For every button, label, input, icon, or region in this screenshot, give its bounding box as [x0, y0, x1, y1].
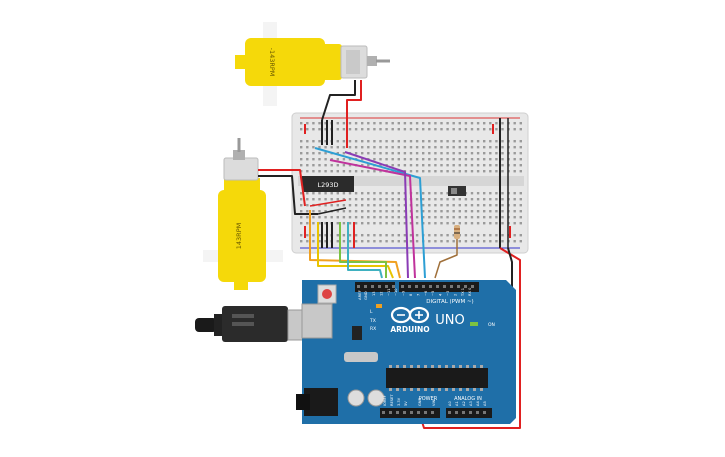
reset-button[interactable] [317, 284, 337, 304]
analog-pin-label: A5 [483, 401, 487, 406]
arduino-uno-board[interactable]: ARDUINO UNO DIGITAL (PWM ~) POWER ANALOG… [296, 280, 516, 424]
digital-pin-label: ~9 [402, 290, 406, 296]
3v3-label: 3.3V [397, 397, 401, 406]
digital-pin-label: 7 [416, 294, 420, 296]
tx-label: TX [369, 318, 376, 324]
digital-pin-label: ~10 [394, 288, 398, 296]
ioref-label: IOREF [383, 395, 387, 406]
breadboard-jumpers [321, 118, 509, 248]
reset-label: RESET [390, 394, 394, 406]
digital-pin-label: ~11 [387, 288, 391, 296]
motor-top-label: -143RPM [268, 48, 276, 77]
l293d-chip[interactable]: L293D [302, 176, 354, 192]
digital-pin-label: 12 [379, 291, 383, 296]
digital-pin-label: RX 0 [468, 287, 472, 296]
digital-pin-label: ~5 [431, 291, 435, 296]
digital-pin-label: 8 [409, 293, 413, 296]
digital-label: DIGITAL (PWM ~) [426, 299, 473, 305]
digital-pin-label: ~3 [446, 291, 450, 296]
aref-label: AREF [357, 290, 362, 300]
on-led-label: ON [488, 322, 495, 328]
analog-pin-label: A0 [448, 401, 452, 406]
gnd-label: GND [363, 291, 368, 300]
rx-label: RX [370, 326, 376, 332]
digital-header-pins [357, 285, 474, 288]
digital-pin-label: 2 [453, 294, 457, 296]
5v-label: 5V [404, 401, 408, 406]
analog-pin-label: A2 [462, 401, 466, 406]
motor-left-label: 143RPM [235, 223, 243, 249]
power-jack[interactable] [296, 388, 338, 416]
breadboard-holes [300, 122, 522, 243]
analog-pin-label: A1 [455, 401, 459, 406]
model-label: UNO [435, 313, 464, 328]
l-led-label: L [370, 309, 373, 315]
chip-label: L293D [317, 181, 338, 189]
digital-pin-label: ~6 [424, 290, 428, 296]
atmega-chip-legs [389, 365, 483, 391]
analog-pin-label: A4 [476, 401, 480, 406]
gnd-power-label: GND [418, 398, 422, 406]
digital-pin-label: TX 1 [461, 288, 465, 297]
digital-pin-label: 13 [372, 291, 376, 296]
vin-label: VIN [432, 399, 436, 406]
analog-pin-label: A3 [469, 401, 473, 406]
usb-cable [195, 306, 311, 342]
slide-switch[interactable] [448, 186, 466, 196]
analog-in-label: ANALOG IN [454, 396, 482, 402]
digital-pin-label: 4 [439, 293, 443, 296]
arduino-logo-text: ARDUINO [390, 325, 429, 334]
dc-motor-left[interactable]: 143RPM [203, 138, 283, 290]
arduino-logo [390, 306, 430, 324]
dc-motor-top[interactable]: -143RPM [235, 22, 390, 106]
power-label: POWER [419, 396, 438, 402]
resistor[interactable] [454, 225, 460, 239]
atmega-chip [386, 368, 488, 388]
analog-header-pins [382, 411, 486, 414]
